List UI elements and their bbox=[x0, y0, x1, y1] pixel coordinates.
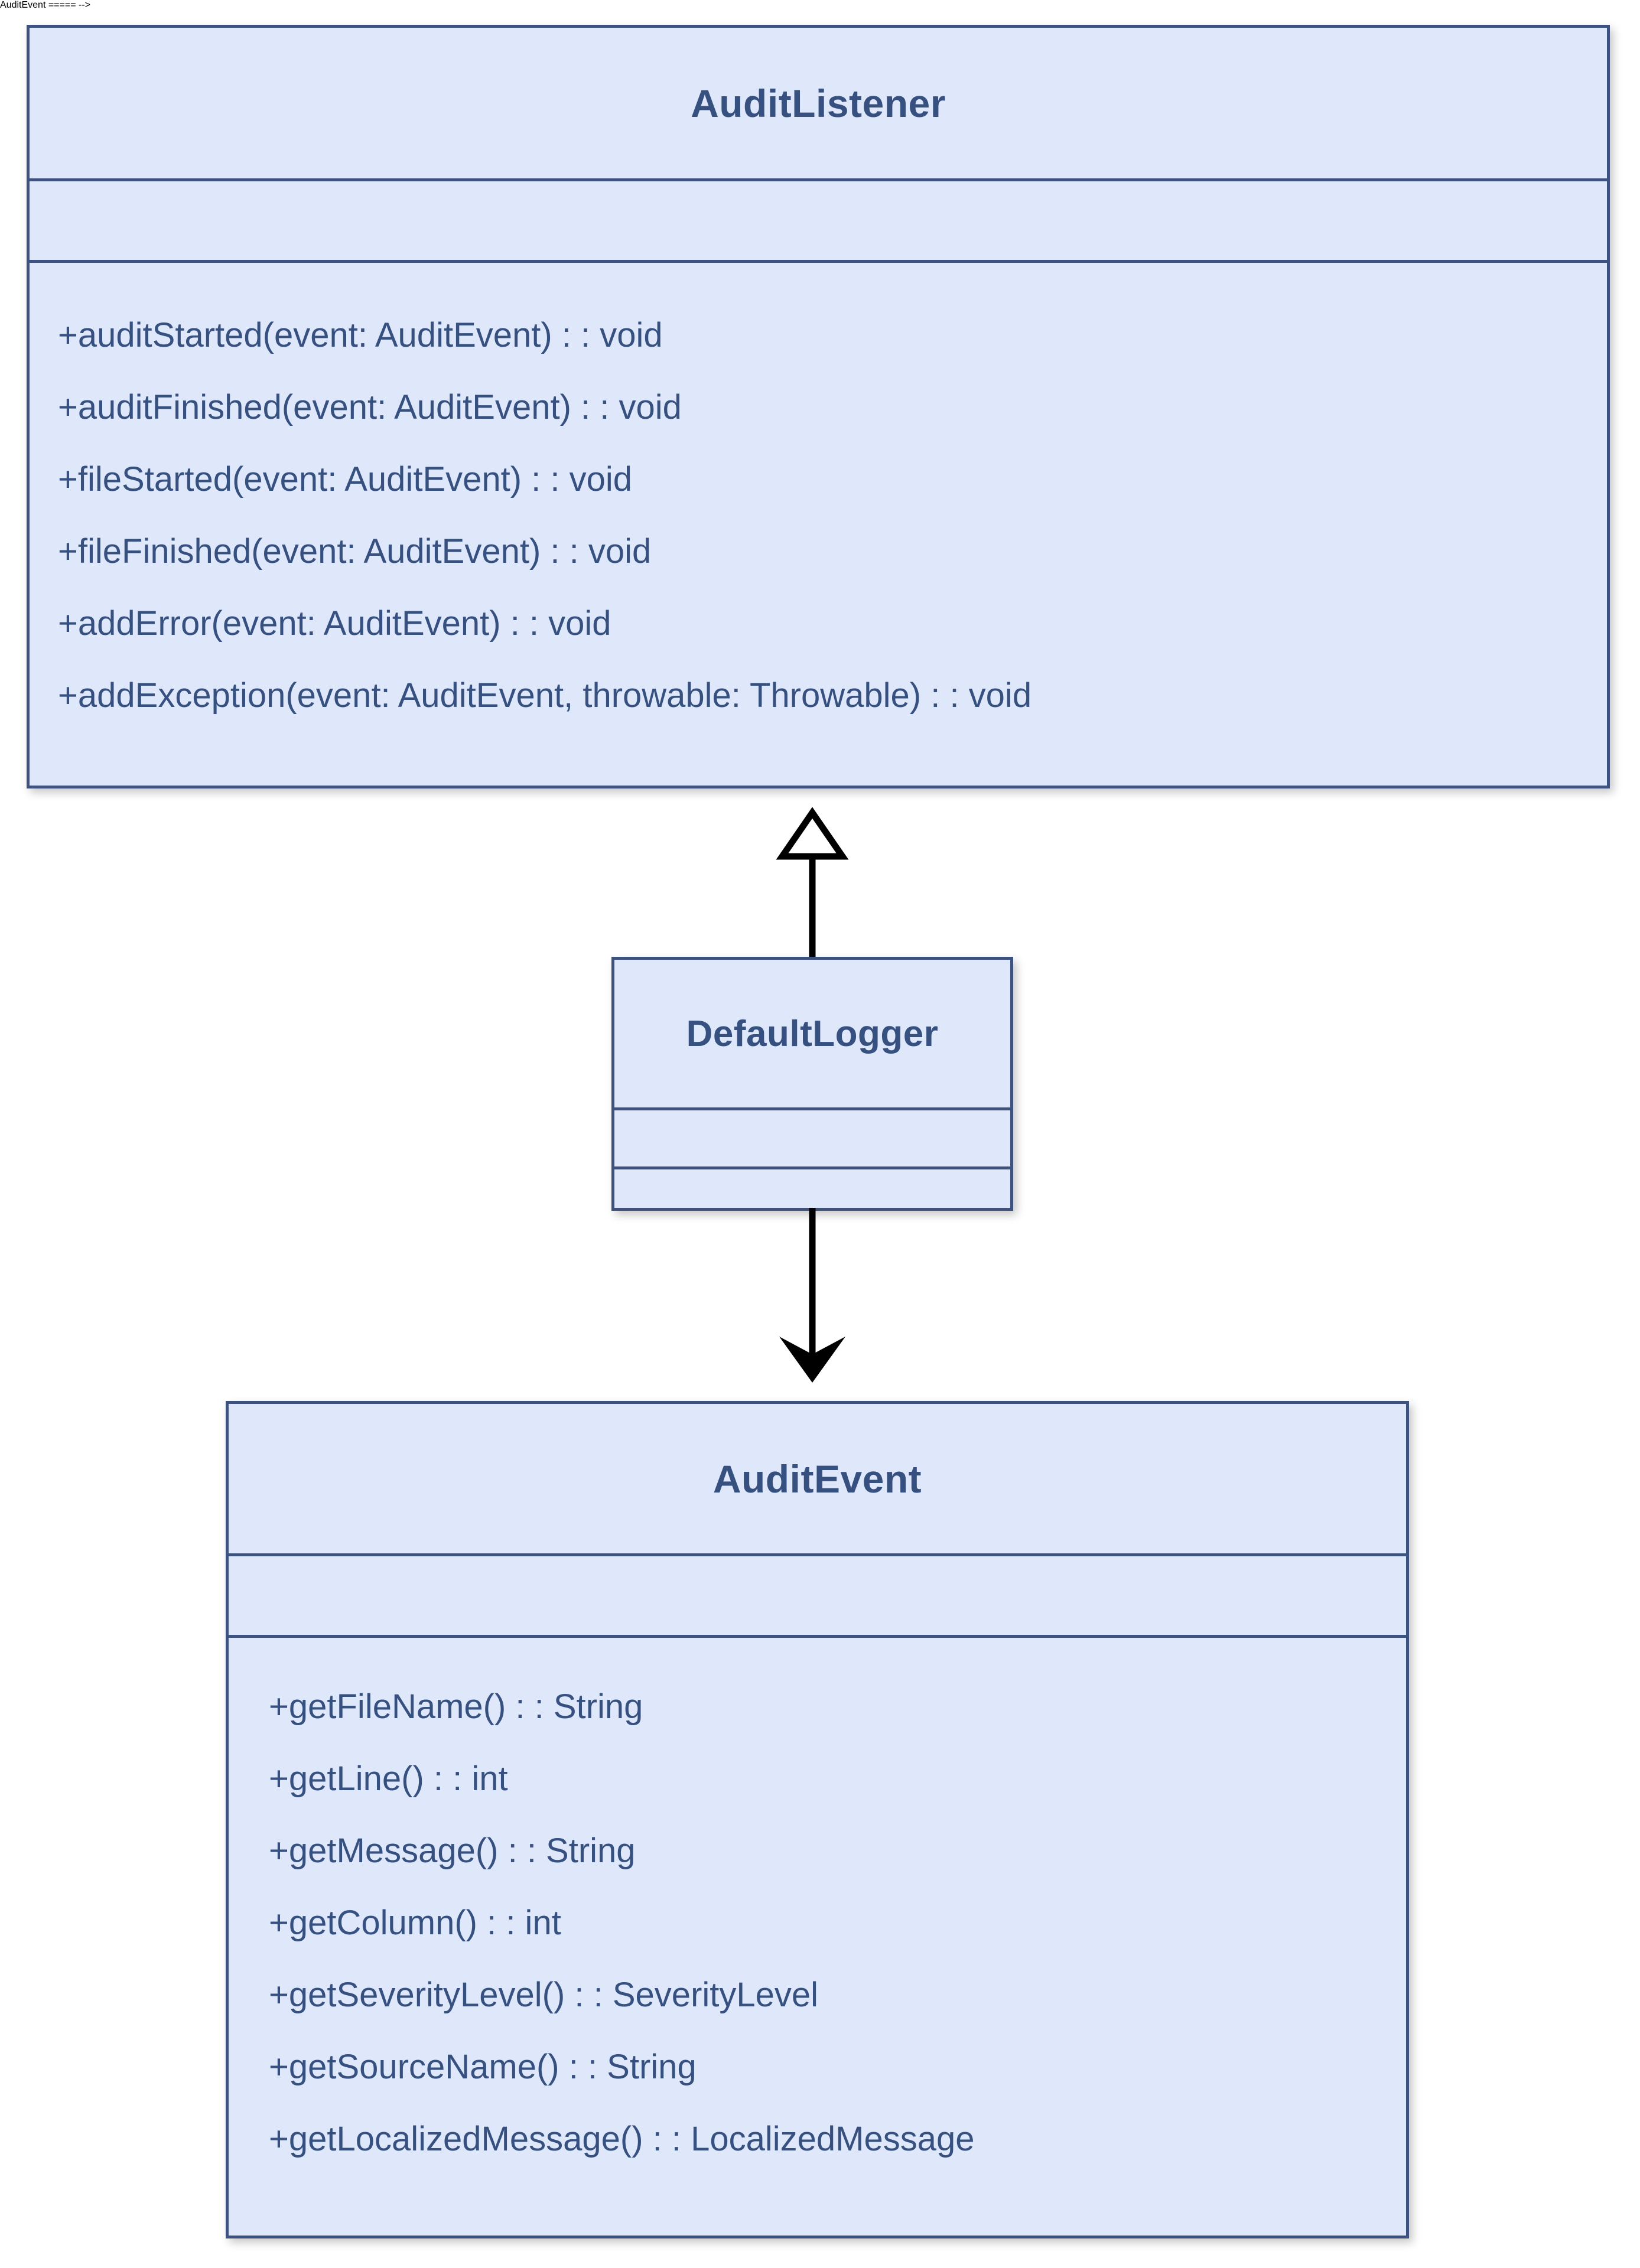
class-methods-auditevent: +getFileName() : : String +getLine() : :… bbox=[229, 1638, 1406, 2236]
class-title-defaultlogger: DefaultLogger bbox=[686, 1013, 939, 1054]
method-item: +getSeverityLevel() : : SeverityLevel bbox=[269, 1976, 819, 2014]
class-divider-title-attrs-defaultlogger bbox=[614, 1107, 1010, 1110]
class-divider-attrs-methods-auditevent bbox=[229, 1635, 1406, 1638]
method-item: +getFileName() : : String bbox=[269, 1687, 643, 1726]
method-item: +addException(event: AuditEvent, throwab… bbox=[58, 676, 1032, 715]
method-item: +getColumn() : : int bbox=[269, 1904, 561, 1942]
method-item: +getLine() : : int bbox=[269, 1759, 508, 1798]
class-methods-auditlistener: +auditStarted(event: AuditEvent) : : voi… bbox=[30, 263, 1607, 786]
generalization-connector-defaultlogger-to-auditlistener bbox=[776, 807, 849, 963]
class-box-auditlistener[interactable]: AuditListener +auditStarted(event: Audit… bbox=[27, 25, 1610, 788]
class-divider-attrs-methods-defaultlogger bbox=[614, 1166, 1010, 1169]
class-divider-title-attrs-auditevent bbox=[229, 1553, 1406, 1556]
method-item: +fileFinished(event: AuditEvent) : : voi… bbox=[58, 532, 652, 571]
class-methods-defaultlogger bbox=[614, 1169, 1010, 1211]
class-divider-title-attrs-auditlistener bbox=[30, 178, 1607, 181]
class-title-auditlistener: AuditListener bbox=[691, 81, 946, 125]
class-attributes-auditevent bbox=[229, 1556, 1406, 1635]
class-divider-attrs-methods-auditlistener bbox=[30, 260, 1607, 263]
class-box-defaultlogger[interactable]: DefaultLogger bbox=[611, 957, 1013, 1211]
class-title-auditevent: AuditEvent bbox=[712, 1456, 922, 1501]
class-attributes-auditlistener bbox=[30, 181, 1607, 260]
method-item: +addError(event: AuditEvent) : : void bbox=[58, 604, 611, 643]
class-attributes-defaultlogger bbox=[614, 1110, 1010, 1166]
class-box-auditevent[interactable]: AuditEvent +getFileName() : : String +ge… bbox=[226, 1401, 1409, 2238]
method-item: +auditFinished(event: AuditEvent) : : vo… bbox=[58, 388, 682, 426]
method-item: +getLocalizedMessage() : : LocalizedMess… bbox=[269, 2120, 975, 2158]
hollow-triangle-arrowhead-icon bbox=[776, 807, 849, 860]
method-item: +fileStarted(event: AuditEvent) : : void bbox=[58, 460, 633, 498]
method-item: +getSourceName() : : String bbox=[269, 2048, 697, 2086]
filled-arrowhead-icon bbox=[779, 1337, 845, 1383]
method-item: +auditStarted(event: AuditEvent) : : voi… bbox=[58, 316, 663, 354]
dependency-connector-defaultlogger-to-auditevent bbox=[779, 1208, 845, 1383]
method-item: +getMessage() : : String bbox=[269, 1832, 636, 1870]
